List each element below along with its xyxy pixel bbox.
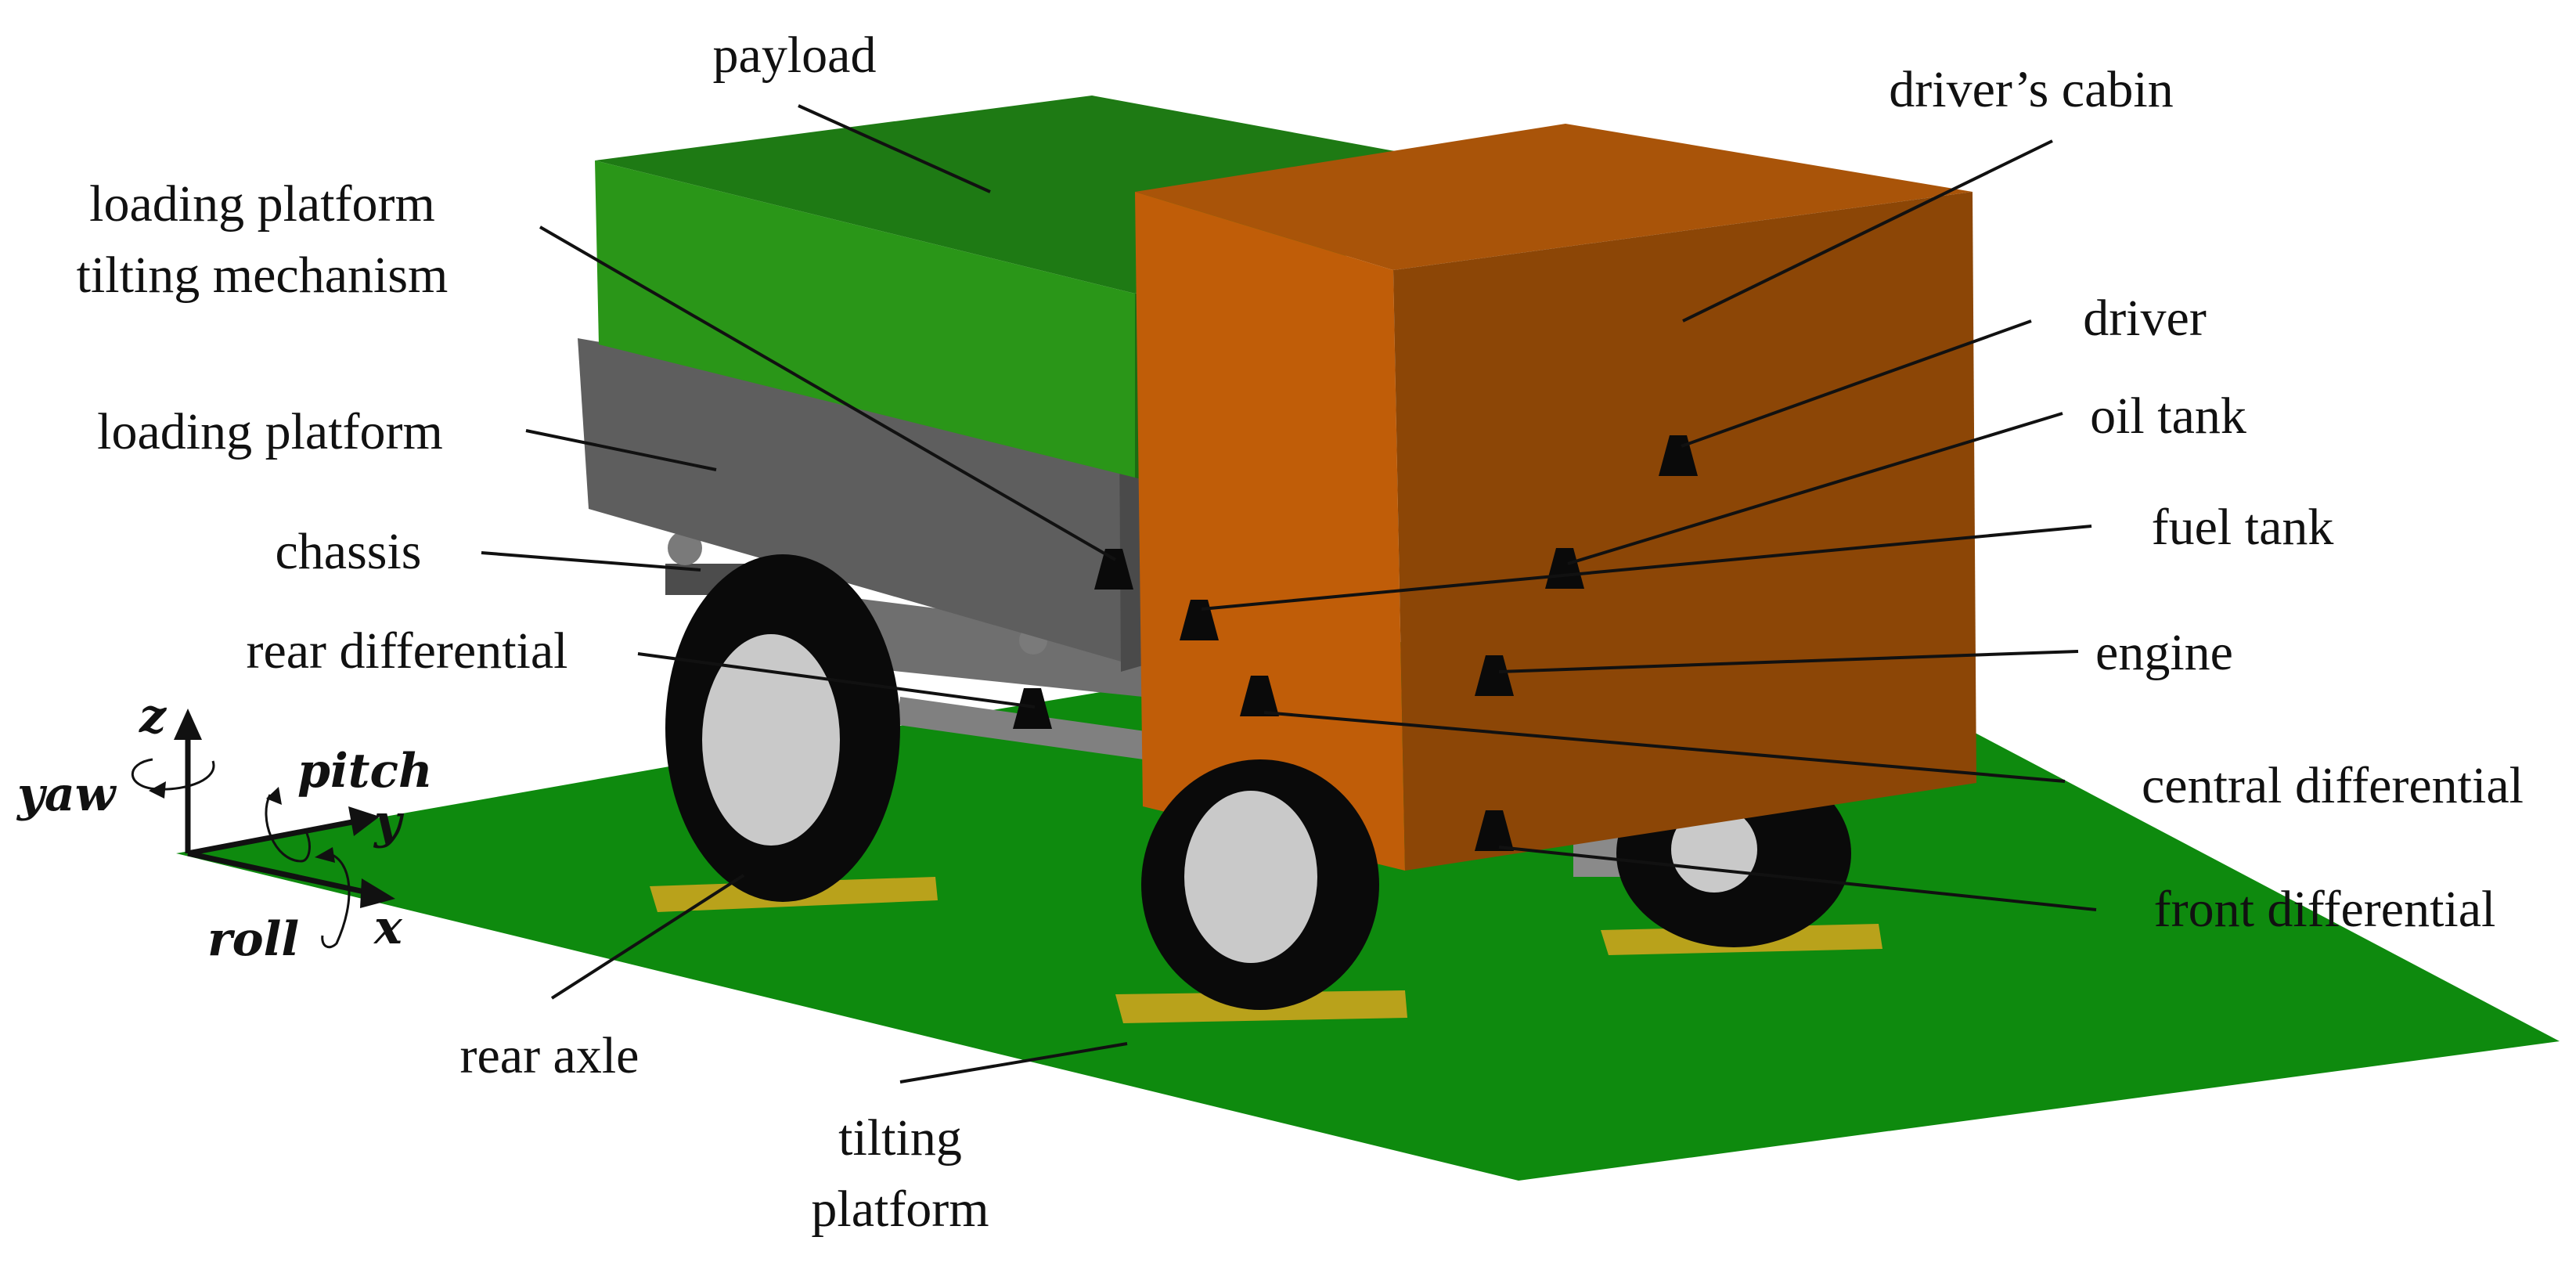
- label-tilting-mechanism-line1: loading platform: [89, 175, 435, 233]
- rear-left-rim: [702, 634, 840, 846]
- marker-front-differential: [1475, 810, 1514, 851]
- z-axis-arrowhead: [174, 709, 202, 740]
- marker-engine: [1475, 655, 1514, 696]
- roll-arrowhead: [315, 847, 335, 863]
- label-tilting-platform-line1: tilting: [838, 1109, 962, 1167]
- leader-drivers-cabin: [1682, 139, 2053, 323]
- label-chassis: chassis: [276, 523, 422, 580]
- leader-fuel-tank: [1201, 525, 2092, 611]
- axis-label-yaw: yaw: [16, 767, 117, 822]
- label-tilting-mechanism-line2: tilting mechanism: [77, 247, 449, 304]
- front-left-wheel: [1141, 759, 1379, 1010]
- axis-label-x: x: [373, 900, 403, 955]
- leader-lines: [481, 104, 2097, 1084]
- leader-central-differential: [1263, 711, 2066, 783]
- leader-payload: [798, 104, 991, 193]
- x-axis-arrowhead: [360, 878, 395, 908]
- leader-tilting-mechanism: [539, 225, 1117, 561]
- leader-oil-tank: [1567, 412, 2063, 565]
- payload-side: [595, 160, 1135, 478]
- label-front-differential: front differential: [2154, 881, 2496, 938]
- label-driver: driver: [2083, 290, 2207, 347]
- pitch-arrowhead: [266, 787, 282, 805]
- leader-rear-axle: [550, 874, 745, 1000]
- rear-left-wheel: [665, 554, 900, 902]
- label-central-differential: central differential: [2142, 757, 2524, 814]
- leader-chassis: [481, 551, 701, 572]
- marker-rear-differential: [1013, 688, 1052, 729]
- coordinate-system: z y x yaw pitch roll: [16, 689, 433, 967]
- axis-label-y: y: [373, 795, 405, 849]
- axis-label-pitch: pitch: [297, 744, 433, 799]
- label-loading-platform: loading platform: [97, 403, 443, 460]
- y-axis-arrowhead: [348, 806, 380, 836]
- cabin-top: [1135, 124, 1973, 270]
- pitch-rotation-arrow: [265, 794, 311, 863]
- tow-hook-ball: [668, 531, 702, 565]
- leader-loading-platform: [525, 429, 717, 471]
- label-rear-differential: rear differential: [246, 622, 567, 680]
- axis-label-roll: roll: [207, 912, 299, 967]
- leader-driver: [1681, 319, 2032, 448]
- leader-tilting-platform: [899, 1042, 1128, 1084]
- label-fuel-tank: fuel tank: [2152, 499, 2334, 556]
- front-left-rim: [1184, 791, 1317, 963]
- label-tilting-platform-line2: platform: [811, 1181, 989, 1238]
- label-payload: payload: [713, 27, 877, 84]
- cabin-right-face: [1393, 192, 1976, 871]
- y-axis-line: [187, 819, 353, 856]
- label-engine: engine: [2095, 624, 2233, 681]
- yaw-rotation-arrow: [131, 758, 215, 791]
- leader-engine: [1498, 650, 2079, 673]
- label-oil-tank: oil tank: [2090, 388, 2246, 445]
- leader-front-differential: [1498, 846, 2097, 911]
- roll-rotation-arrow: [321, 852, 351, 949]
- axis-label-z: z: [139, 689, 168, 744]
- leader-rear-differential: [637, 652, 1036, 709]
- label-drivers-cabin: driver’s cabin: [1889, 61, 2173, 118]
- label-rear-axle: rear axle: [460, 1027, 639, 1084]
- cabin-left-face: [1135, 192, 1405, 871]
- component-labels: payload driver’s cabin loading platform …: [77, 27, 2524, 1238]
- yaw-arrowhead: [149, 781, 166, 799]
- x-axis-line: [187, 850, 369, 896]
- mass-markers: [1013, 435, 1698, 851]
- drivers-cabin-box: [1135, 124, 1976, 871]
- marker-tilting-mechanism: [1094, 549, 1133, 590]
- marker-central-differential: [1240, 676, 1279, 716]
- loading-platform-front: [1119, 429, 1143, 672]
- marker-oil-tank: [1545, 548, 1584, 589]
- chassis-rail: [830, 595, 1143, 697]
